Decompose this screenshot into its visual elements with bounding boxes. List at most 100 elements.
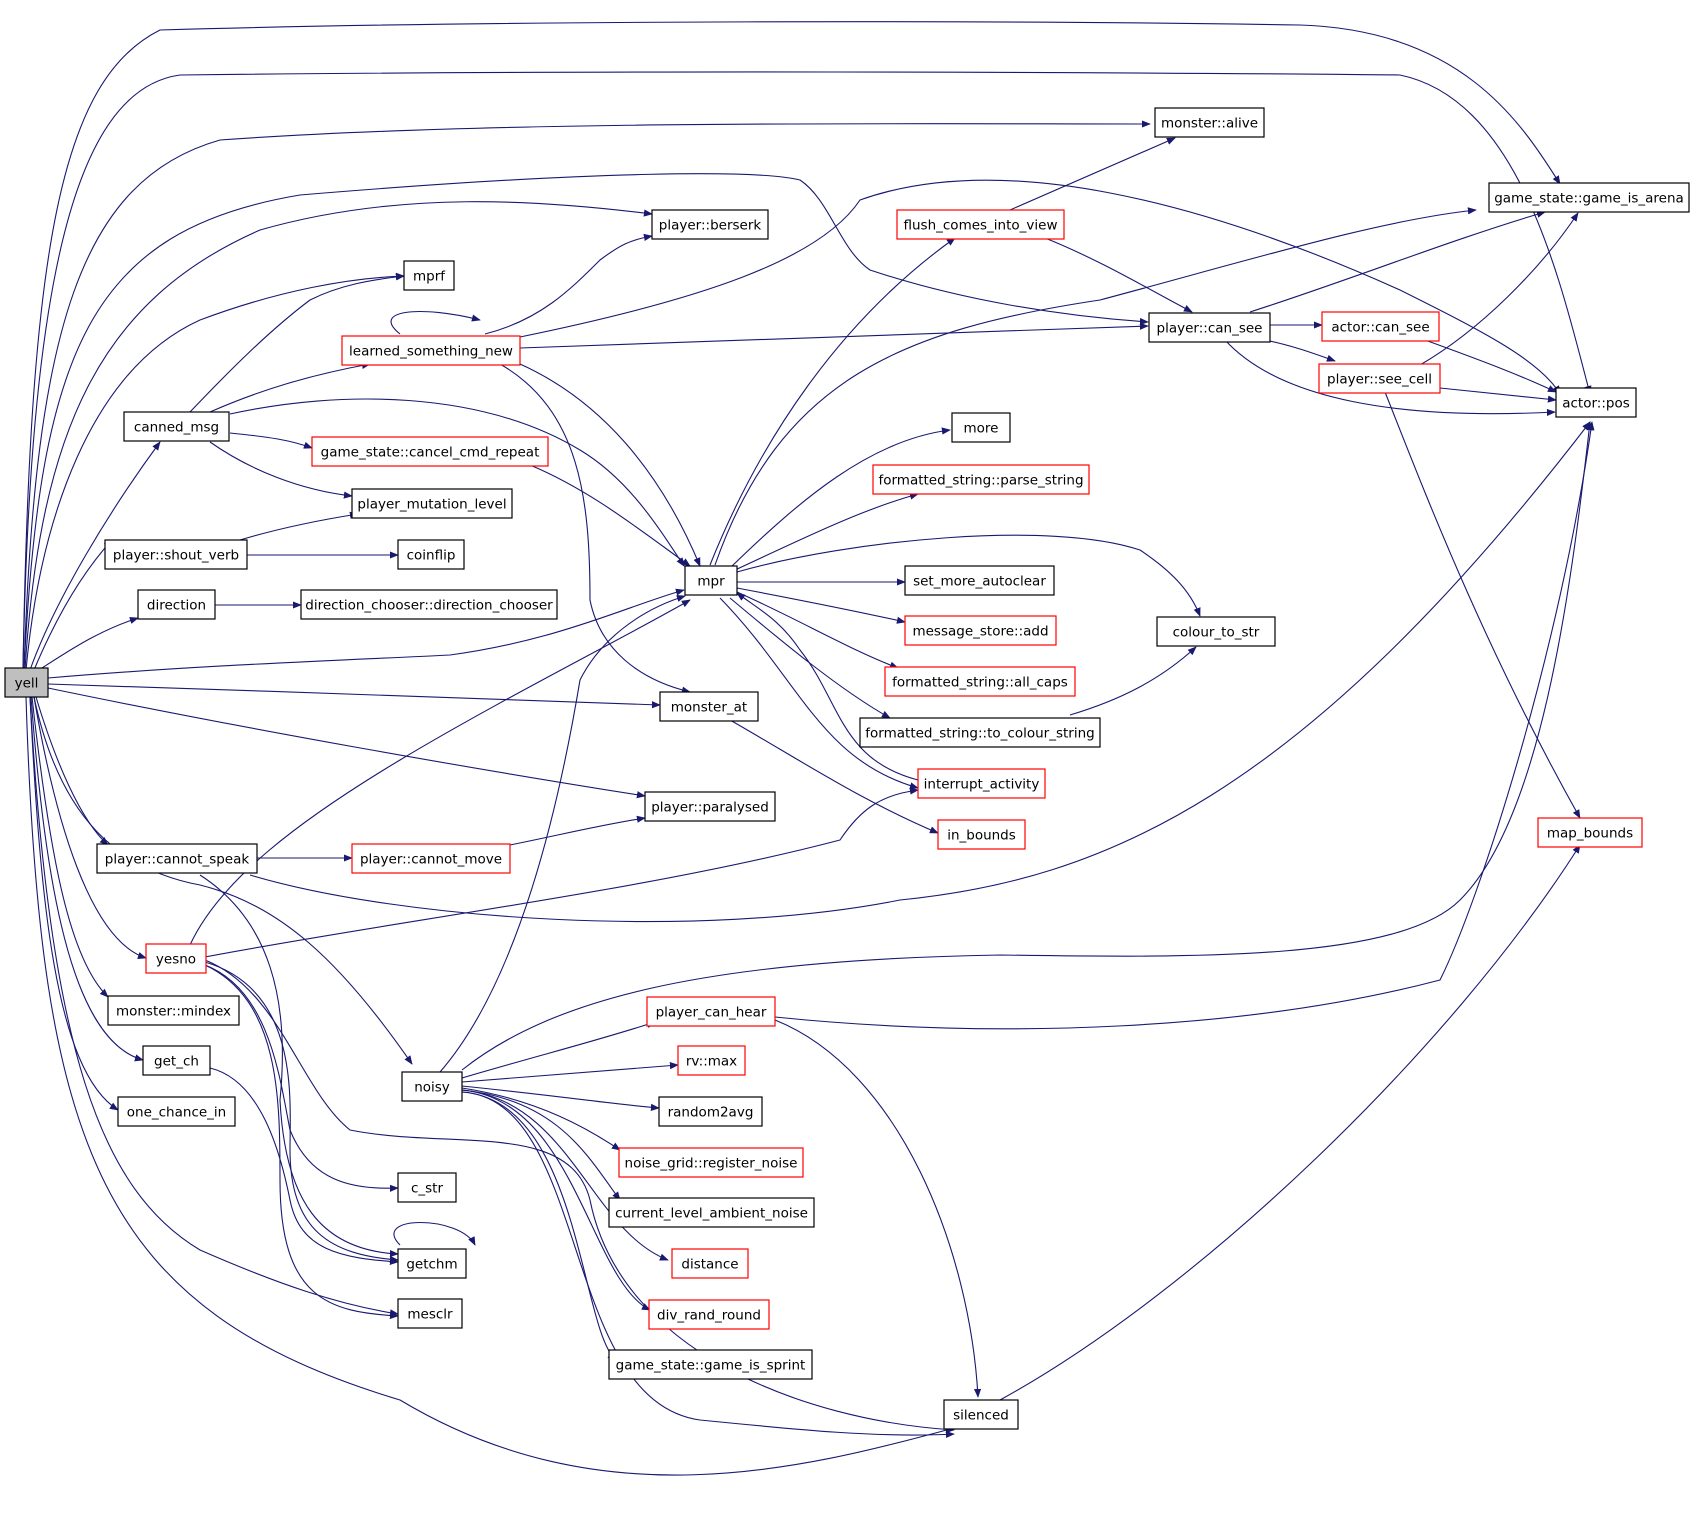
node-cannot-speak[interactable]: player::cannot_speak (96, 843, 258, 874)
node-box (403, 260, 455, 291)
node-box (137, 589, 216, 620)
node-get-ch[interactable]: get_ch (142, 1045, 211, 1076)
node-canned-msg[interactable]: canned_msg (123, 411, 230, 442)
node-to-colour-string[interactable]: formatted_string::to_colour_string (859, 717, 1101, 748)
edge-yell-canned-msg (29, 441, 161, 671)
node-paralysed[interactable]: player::paralysed (644, 791, 776, 822)
edge-canned-msg-learned (209, 361, 371, 413)
edge-cancel-cmd-mpr (529, 464, 691, 567)
node-message-store-add[interactable]: message_store::add (904, 615, 1057, 646)
node-mprf[interactable]: mprf (403, 260, 455, 291)
edge-yell-actor-pos (22, 71, 1592, 671)
node-rv-max[interactable]: rv::max (677, 1045, 746, 1076)
node-actor-can-see[interactable]: actor::can_see (1321, 311, 1440, 342)
node-game-is-arena[interactable]: game_state::game_is_arena (1488, 182, 1690, 213)
node-noisy[interactable]: noisy (401, 1071, 463, 1102)
node-c-str[interactable]: c_str (397, 1172, 457, 1203)
node-direction[interactable]: direction (137, 589, 216, 620)
node-interrupt-activity[interactable]: interrupt_activity (917, 768, 1046, 799)
node-box (341, 335, 521, 366)
node-silenced[interactable]: silenced (943, 1399, 1019, 1430)
edge-learned-player-can-see (519, 322, 1149, 349)
edge-can-see-game-is-arena (1249, 210, 1546, 313)
node-shout-verb[interactable]: player::shout_verb (104, 539, 248, 570)
node-actor-pos[interactable]: actor::pos (1555, 387, 1637, 418)
node-ambient-noise[interactable]: current_level_ambient_noise (608, 1197, 815, 1228)
node-box (1555, 387, 1637, 418)
node-yell[interactable]: yell (4, 667, 49, 698)
node-in-bounds[interactable]: in_bounds (937, 819, 1026, 850)
node-colour-to-str[interactable]: colour_to_str (1156, 616, 1276, 647)
node-monster-at[interactable]: monster_at (659, 691, 759, 722)
edge-mpr-flush (709, 237, 956, 566)
node-getchm[interactable]: getchm (397, 1248, 467, 1279)
node-box (648, 1299, 770, 1330)
node-box (608, 1197, 815, 1228)
node-register-noise[interactable]: noise_grid::register_noise (618, 1147, 804, 1178)
node-box (351, 488, 513, 519)
edge-yell-monster-at (47, 683, 661, 709)
node-game-is-sprint[interactable]: game_state::game_is_sprint (608, 1349, 813, 1380)
node-direction-chooser[interactable]: direction_chooser::direction_chooser (300, 589, 558, 620)
edge-yesno-interrupt (204, 787, 919, 958)
node-set-more-autoclear[interactable]: set_more_autoclear (904, 565, 1055, 596)
node-cancel-cmd-repeat[interactable]: game_state::cancel_cmd_repeat (311, 436, 549, 467)
node-box (311, 436, 549, 467)
node-distance[interactable]: distance (671, 1248, 749, 1279)
node-see-cell[interactable]: player::see_cell (1318, 363, 1441, 394)
node-box (397, 1172, 457, 1203)
edge-learned-monster-at (499, 363, 691, 694)
edge-yell-monster-alive (23, 120, 1151, 671)
node-label: game_state::game_is_arena (1494, 191, 1684, 207)
node-box (107, 995, 240, 1026)
edge-cannot-speak-getchm (199, 874, 399, 1258)
node-label: one_chance_in (127, 1105, 226, 1121)
node-yesno[interactable]: yesno (145, 943, 207, 974)
edge-learned-berserk (484, 233, 653, 335)
node-label: actor::can_see (1331, 320, 1429, 336)
edge-noisy-silenced (461, 1091, 955, 1439)
node-label: player::berserk (659, 218, 762, 234)
node-div-rand-round[interactable]: div_rand_round (648, 1299, 770, 1330)
node-player-mutation-level[interactable]: player_mutation_level (351, 488, 513, 519)
edge-yell-cannot-speak (35, 696, 109, 846)
edges (22, 21, 1595, 1476)
node-label: player::shout_verb (113, 548, 239, 564)
node-box (684, 565, 738, 596)
node-label: rv::max (686, 1054, 737, 1070)
node-berserk[interactable]: player::berserk (651, 209, 769, 240)
edge-actor-can-see-pos (1424, 339, 1557, 393)
node-label: game_state::cancel_cmd_repeat (321, 445, 540, 461)
node-label: yell (15, 676, 39, 692)
node-parse-string[interactable]: formatted_string::parse_string (872, 464, 1090, 495)
node-box (896, 209, 1065, 240)
node-box (951, 412, 1011, 443)
node-player-can-hear[interactable]: player_can_hear (646, 996, 776, 1027)
node-label: message_store::add (912, 624, 1048, 640)
edge-yell-shout-verb (33, 539, 113, 671)
node-monster-alive[interactable]: monster::alive (1154, 107, 1265, 138)
node-label: player::can_see (1157, 321, 1263, 337)
edge-see-cell-game-is-arena (1419, 212, 1579, 366)
node-box (397, 1298, 463, 1329)
node-mpr[interactable]: mpr (684, 565, 738, 596)
node-box (351, 843, 511, 874)
node-one-chance-in[interactable]: one_chance_in (117, 1096, 236, 1127)
node-box (397, 1248, 467, 1279)
node-random2avg[interactable]: random2avg (658, 1096, 763, 1127)
node-label: monster_at (671, 700, 747, 716)
edge-yell-player-can-see (23, 173, 1149, 671)
edge-silenced-map-bounds (999, 844, 1581, 1401)
node-map-bounds[interactable]: map_bounds (1537, 817, 1643, 848)
node-learned-something-new[interactable]: learned_something_new (341, 335, 521, 366)
node-mesclr[interactable]: mesclr (397, 1298, 463, 1329)
node-coinflip[interactable]: coinflip (397, 539, 465, 570)
node-more[interactable]: more (951, 412, 1011, 443)
node-all-caps[interactable]: formatted_string::all_caps (884, 666, 1076, 697)
edge-mpr-game-is-arena (714, 207, 1477, 566)
node-label: player_can_hear (656, 1005, 767, 1021)
node-player-can-see[interactable]: player::can_see (1148, 312, 1271, 343)
node-mindex[interactable]: monster::mindex (107, 995, 240, 1026)
node-flush-comes-into-view[interactable]: flush_comes_into_view (896, 209, 1065, 240)
node-cannot-move[interactable]: player::cannot_move (351, 843, 511, 874)
